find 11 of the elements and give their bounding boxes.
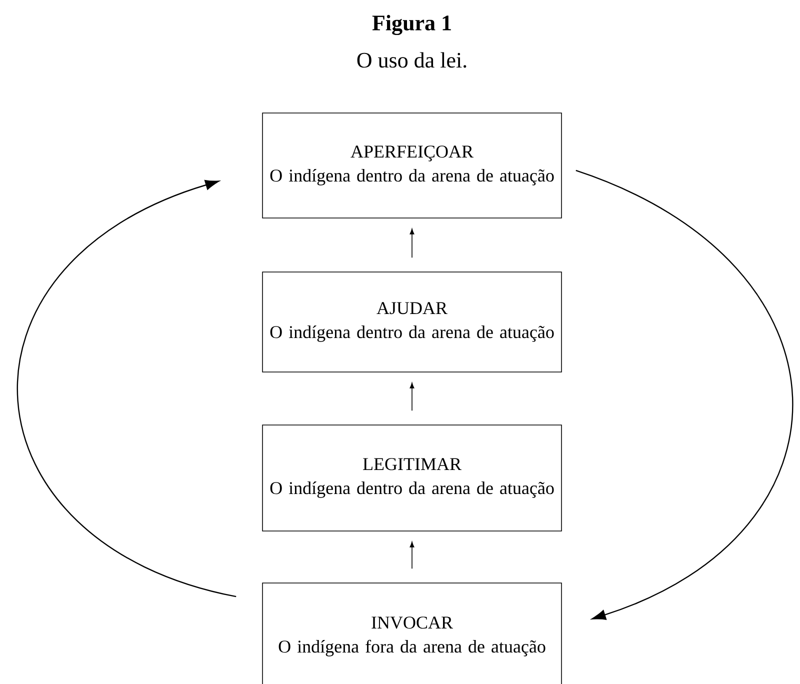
process-box: APERFEIÇOAR O indígena dentro da arena de atuação: [262, 112, 562, 218]
figure-title: Figura 1: [372, 14, 451, 36]
arrow: [410, 382, 414, 411]
process-box: AJUDAR O indígena dentro da arena de atuação: [262, 272, 562, 372]
arrow: [17, 180, 236, 598]
figure-caption: O uso da lei.: [357, 52, 466, 68]
arrow: [410, 228, 414, 258]
process-box: LEGITIMAR O indígena dentro da arena de atuação: [262, 424, 562, 532]
arrow: [410, 542, 414, 569]
arrow: [576, 170, 793, 620]
process-box: INVOCAR O indígena fora da arena de atuação: [262, 582, 562, 684]
